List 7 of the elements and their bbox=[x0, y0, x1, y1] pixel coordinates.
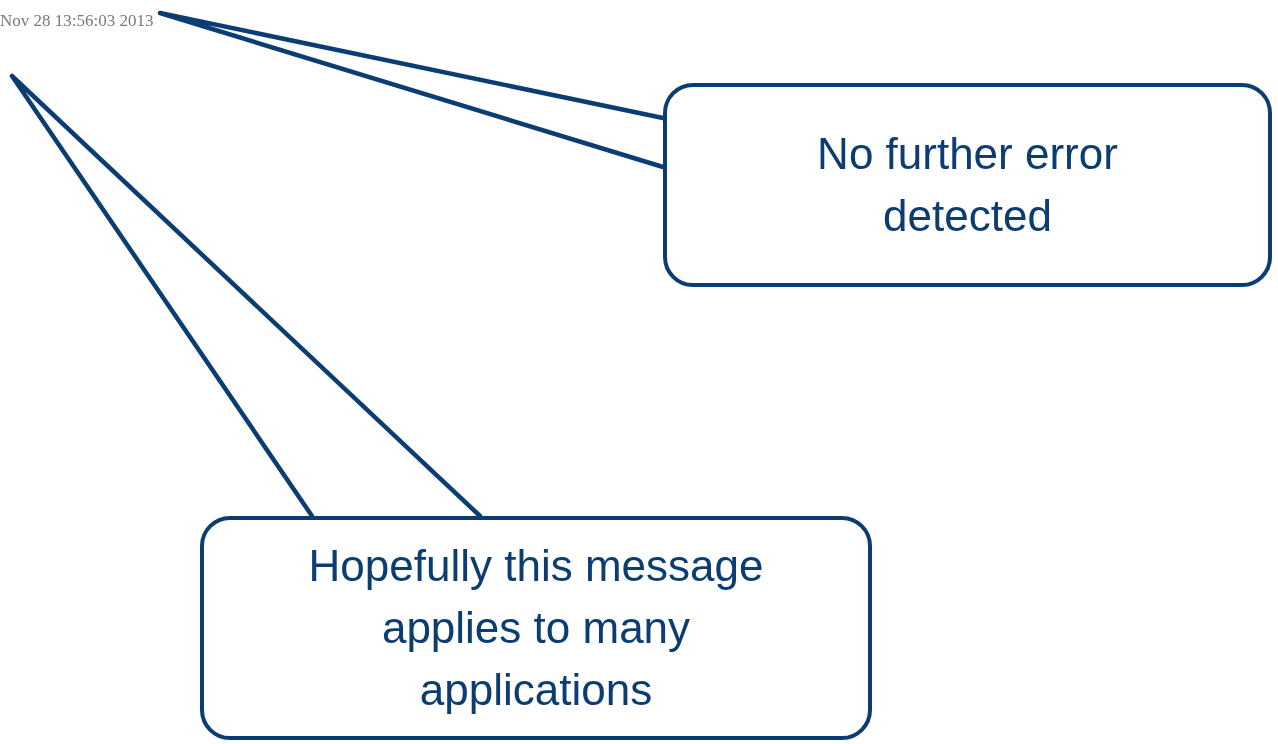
callout-text: Hopefully this message applies to many applications bbox=[307, 540, 765, 716]
callout-bubble bbox=[663, 83, 1272, 287]
callout-tail bbox=[9, 73, 483, 519]
callout-tail bbox=[157, 10, 666, 170]
callout-text: No further error detected bbox=[816, 128, 1119, 242]
callout-bubble bbox=[200, 516, 872, 740]
timestamp-text: Nov 28 13:56:03 2013 bbox=[0, 10, 154, 32]
